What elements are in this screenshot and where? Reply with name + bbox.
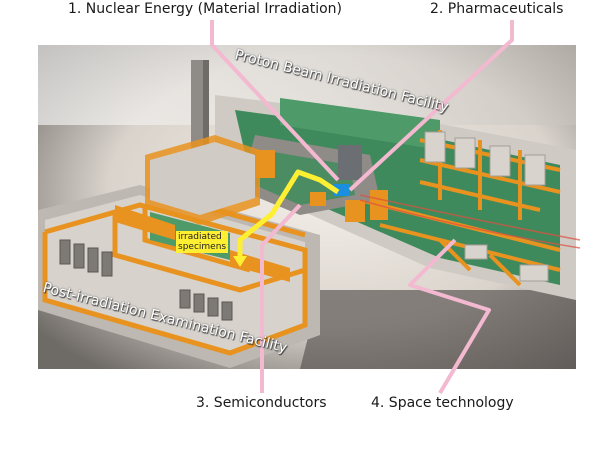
- callout-semiconductors: 3. Semiconductors: [196, 395, 327, 411]
- leader-line-1: [210, 20, 340, 182]
- specimen-label-line2: specimens: [178, 242, 227, 252]
- leader-line-2: [348, 20, 514, 192]
- proton-beam-lines: [359, 194, 581, 249]
- hall-green-upper: [280, 98, 440, 150]
- beam-target-marker: [334, 184, 350, 196]
- partition-blocks: [424, 131, 549, 282]
- connector-block-top: [150, 142, 255, 215]
- callout-pharmaceuticals: 2. Pharmaceuticals: [430, 1, 564, 17]
- specimen-transport-path: [237, 169, 340, 262]
- leader-line-3: [260, 203, 302, 393]
- leader-line-4: [408, 238, 491, 395]
- cell-row: [59, 239, 233, 321]
- specimen-path-arrowhead: [233, 256, 247, 267]
- exhaust-stack-side: [203, 60, 209, 180]
- target-area-floor: [255, 150, 355, 205]
- callout-nuclear-energy: 1. Nuclear Energy (Material Irradiation): [68, 1, 342, 17]
- ground-shadow: [300, 290, 576, 369]
- specimen-label-line1: irradiated: [178, 232, 222, 242]
- callout-space-technology: 4. Space technology: [371, 395, 514, 411]
- irradiated-specimens-label: irradiated specimens: [176, 231, 229, 253]
- post-facility-floor: [45, 195, 305, 355]
- target-station: [338, 145, 362, 180]
- leader-lines: [210, 20, 514, 395]
